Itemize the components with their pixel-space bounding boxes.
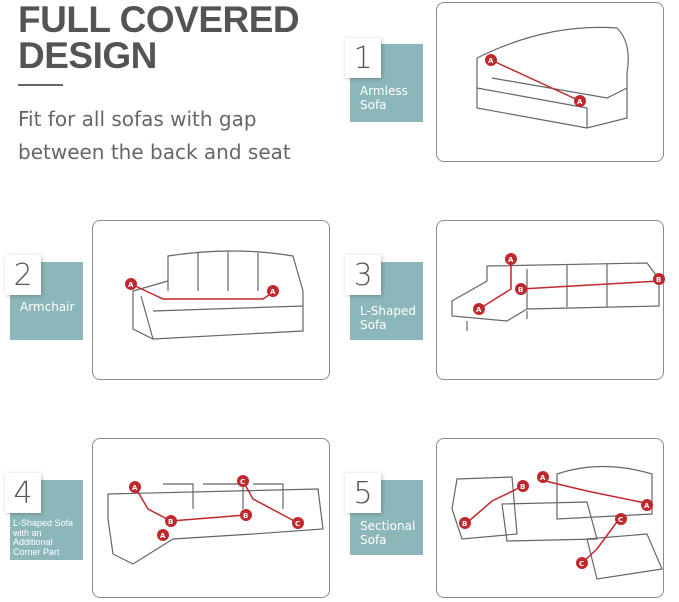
marker-b: B	[656, 276, 661, 284]
number-3: 3	[345, 255, 381, 295]
l-shaped-sofa-illustration: A A B B	[451, 253, 665, 331]
number-1: 1	[345, 38, 381, 78]
marker-a: A	[577, 98, 583, 106]
panel-l-shaped-sofa: A A B B	[436, 220, 665, 380]
label-1: Armless Sofa	[350, 44, 423, 122]
sectional-sofa-illustration: B B A A C C	[451, 465, 663, 580]
marker-b: B	[518, 286, 523, 294]
subtitle: Fit for all sofas with gap between the b…	[18, 107, 291, 164]
marker-c: C	[295, 520, 300, 528]
number-5: 5	[345, 473, 381, 513]
marker-c: C	[579, 560, 584, 568]
marker-a: A	[540, 474, 546, 482]
panel-armless-sofa: A A	[436, 2, 664, 162]
marker-a: A	[128, 281, 134, 289]
number-2: 2	[5, 255, 41, 295]
marker-a: A	[488, 57, 494, 65]
title-line-2: DESIGN	[18, 35, 157, 76]
marker-a: A	[270, 288, 276, 296]
marker-a: A	[476, 306, 482, 314]
title-divider	[18, 84, 63, 86]
panel-armchair: A A	[92, 220, 330, 380]
title-line-1: FULL COVERED	[18, 0, 300, 40]
armchair-illustration: A A	[125, 250, 304, 340]
marker-b: B	[520, 483, 525, 491]
marker-a: A	[508, 256, 514, 264]
number-4: 4	[5, 473, 41, 513]
marker-a: A	[160, 532, 166, 540]
l-shaped-sofa-corner-illustration: A A B B C C	[107, 475, 324, 565]
marker-c: C	[240, 478, 245, 486]
armless-sofa-illustration: A A	[476, 26, 629, 129]
panel-l-shaped-sofa-corner: A A B B C C	[92, 438, 330, 598]
marker-b: B	[462, 520, 467, 528]
marker-c: C	[618, 516, 623, 524]
panel-sectional-sofa: B B A A C C	[436, 438, 664, 598]
marker-a: A	[132, 484, 138, 492]
marker-b: B	[243, 512, 248, 520]
marker-b: B	[168, 518, 173, 526]
marker-a: A	[644, 502, 650, 510]
